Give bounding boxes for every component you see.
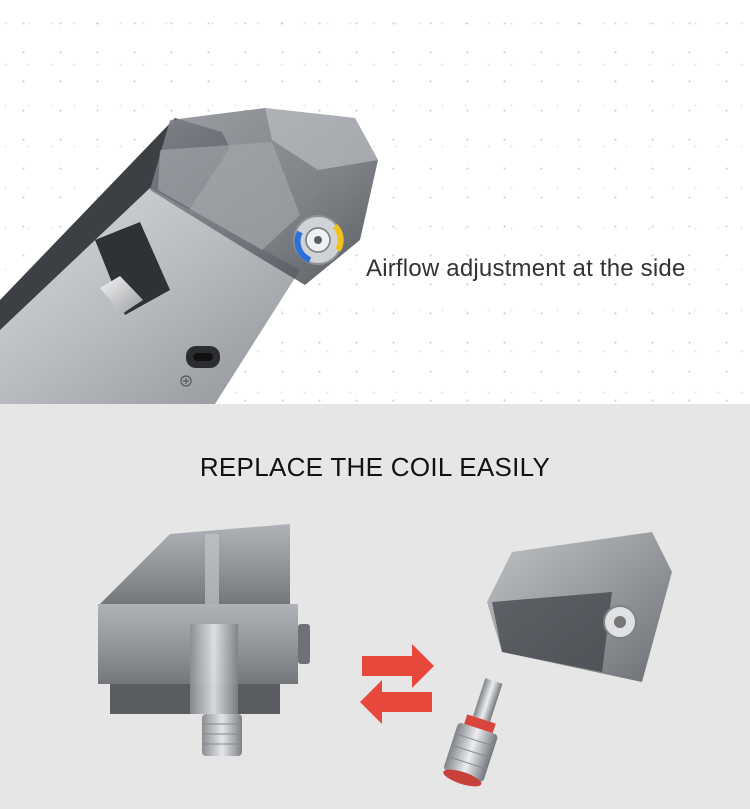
usb-port-icon xyxy=(186,346,220,368)
airflow-dial-icon xyxy=(293,215,344,265)
replacement-coil xyxy=(443,678,503,787)
coil-heading: REPLACE THE COIL EASILY xyxy=(199,452,551,482)
pod-cartridge-right xyxy=(487,532,672,682)
airflow-section: Airflow adjustment at the side xyxy=(0,0,750,404)
coil-section: REPLACE THE COIL EASILY xyxy=(0,404,750,809)
pod-cartridge-left xyxy=(98,524,310,756)
pod-device-closeup xyxy=(0,108,378,404)
airflow-caption: Airflow adjustment at the side xyxy=(366,255,686,282)
swap-arrows-icon xyxy=(360,644,434,724)
